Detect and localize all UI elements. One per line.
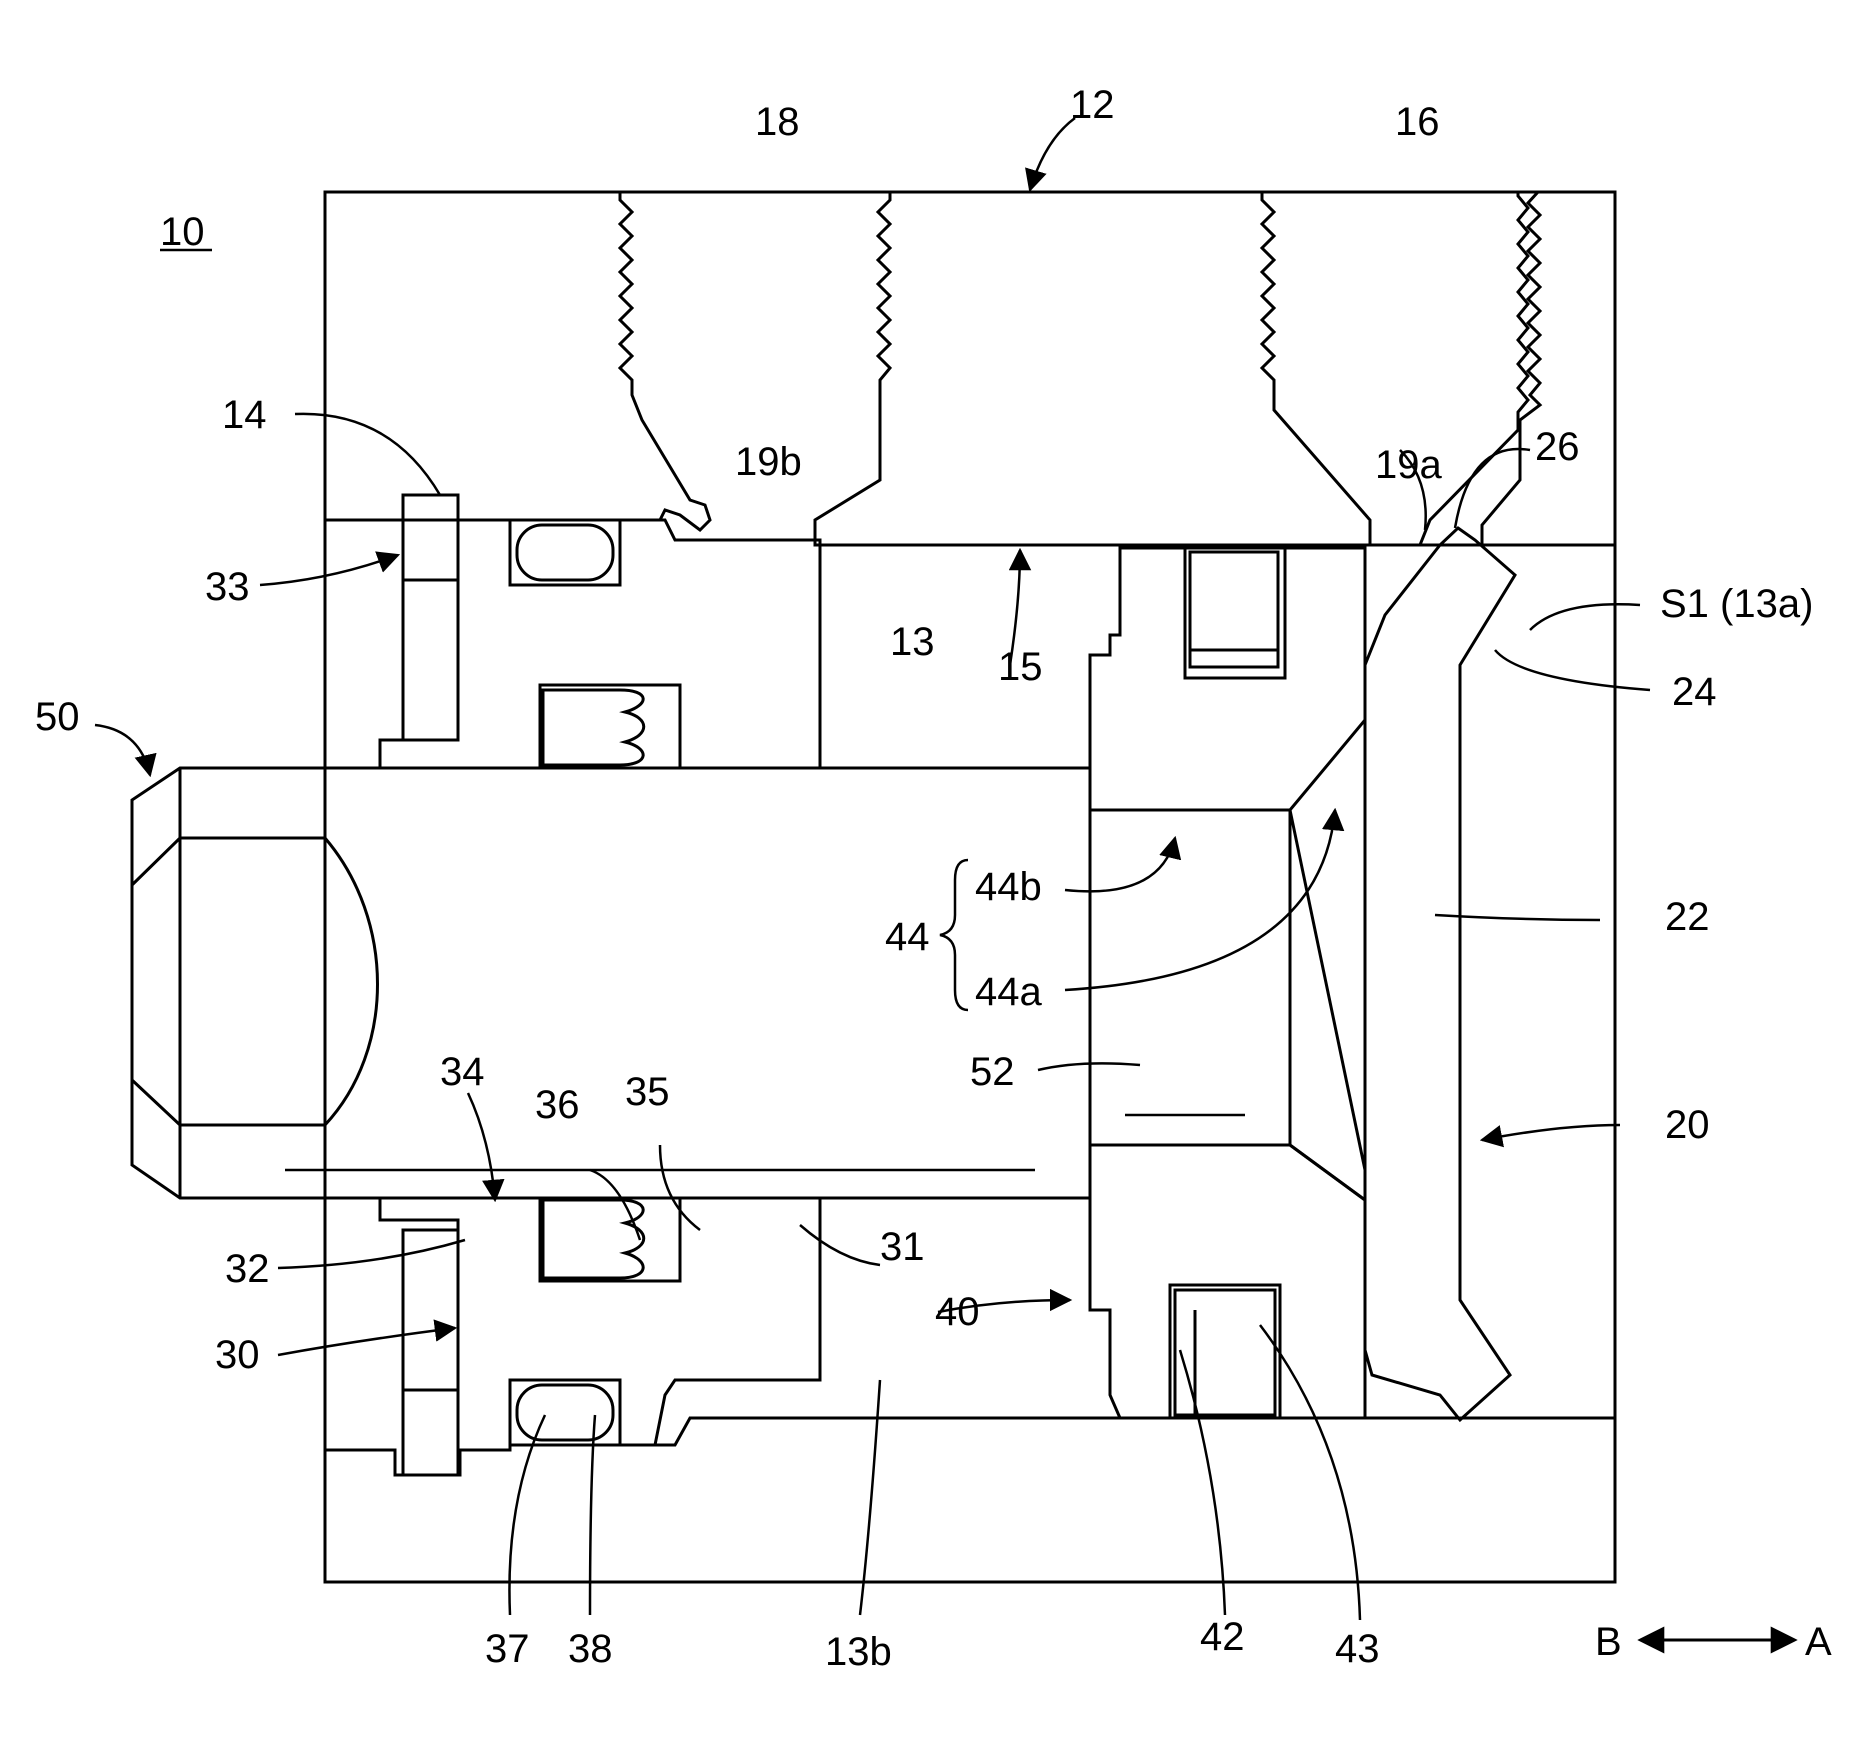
label-valve-stem-22: 22	[1665, 895, 1710, 939]
label-rod-50: 50	[35, 695, 80, 739]
snap-ring-33-bottom	[403, 1390, 458, 1475]
label-chamber-s1: S1 (13a)	[1660, 582, 1813, 626]
label-taper-44: 44	[885, 915, 930, 959]
body-12	[325, 192, 1615, 545]
rod-seal-groove-lower	[540, 1198, 680, 1281]
body-upper	[325, 192, 1615, 545]
rod-50	[132, 768, 1090, 1198]
label-passage-19b: 19b	[735, 440, 802, 484]
body-frame	[325, 192, 1615, 1582]
label-port-16: 16	[1395, 100, 1440, 144]
label-holder-body-32: 32	[225, 1247, 270, 1291]
body-upper-right	[1482, 192, 1615, 545]
label-recess-14: 14	[222, 393, 267, 437]
snap-ring-33-top	[403, 495, 458, 580]
label-port-18: 18	[755, 100, 800, 144]
label-rod-seal-36: 36	[535, 1083, 580, 1127]
label-o-ring-groove-37: 37	[485, 1627, 530, 1671]
valve-20	[1365, 528, 1515, 1420]
label-chamber-13b: 13b	[825, 1630, 892, 1674]
label-direction-a: A	[1805, 1620, 1832, 1664]
holder-ring-slot-top	[403, 580, 458, 740]
body-upper-left	[325, 192, 710, 530]
body-upper-middle	[815, 192, 1370, 545]
piston-seal-groove-upper	[1185, 548, 1285, 678]
label-snap-ring-33: 33	[205, 565, 250, 609]
label-piston-groove-43: 43	[1335, 1627, 1380, 1671]
o-ring-38-lower	[517, 1385, 613, 1440]
rod-seal-groove-upper	[540, 685, 680, 768]
holder-30-lower	[380, 1198, 820, 1450]
brace-44	[940, 860, 968, 1010]
label-body-12: 12	[1070, 83, 1115, 127]
o-ring-38-upper	[517, 525, 613, 580]
holder-30-upper	[380, 520, 820, 768]
label-taper-44a: 44a	[975, 970, 1042, 1014]
label-chamber-13: 13	[890, 620, 935, 664]
label-piston-seal-42: 42	[1200, 1615, 1245, 1659]
label-valve-head-24: 24	[1672, 670, 1717, 714]
label-taper-44b: 44b	[975, 865, 1042, 909]
piston-seal-groove-lower	[1170, 1285, 1280, 1418]
rod-head-face	[132, 838, 378, 1125]
taper-44a-line	[1290, 810, 1365, 1170]
label-seal-groove-35: 35	[625, 1070, 670, 1114]
label-o-ring-38: 38	[568, 1627, 613, 1671]
label-piston-40: 40	[935, 1290, 980, 1334]
label-seat-26: 26	[1535, 425, 1580, 469]
leader-lines	[95, 118, 1650, 1620]
label-passage-19a: 19a	[1375, 443, 1442, 487]
rod-seal-36-upper	[543, 690, 644, 765]
label-holder-flange-31: 31	[880, 1225, 925, 1269]
label-bore-34: 34	[440, 1050, 485, 1094]
label-holder-30: 30	[215, 1333, 260, 1377]
label-valve-20: 20	[1665, 1103, 1710, 1147]
label-rod-end-52: 52	[970, 1050, 1015, 1094]
label-device-10: 10	[160, 210, 205, 254]
piston-seal-42-lower	[1175, 1290, 1275, 1415]
label-wall-15: 15	[998, 645, 1043, 689]
label-direction-b: B	[1595, 1620, 1622, 1664]
rod-end-52	[1090, 810, 1290, 1145]
taper-lower-line	[1290, 1145, 1365, 1200]
piston-40-lower	[1090, 1145, 1365, 1418]
